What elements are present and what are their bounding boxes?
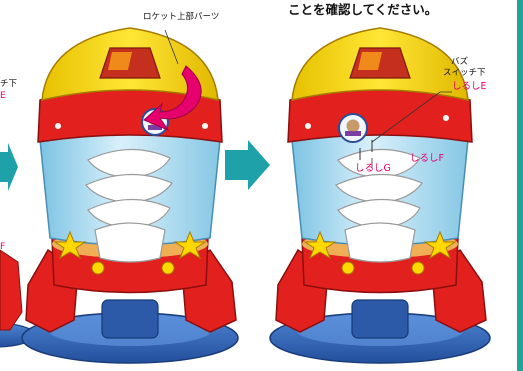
buzz-label: バズ xyxy=(451,57,469,67)
mark-e-label: しるしE xyxy=(452,81,487,92)
right-arrow-icon xyxy=(225,140,270,190)
rocket-top-parts-label: ロケット上部パーツ xyxy=(143,12,220,22)
rocket-after xyxy=(269,27,491,364)
page-edge-bar xyxy=(517,0,523,371)
mark-f-label: しるしF xyxy=(410,153,444,164)
page-heading: ことを確認してください。 xyxy=(288,2,438,17)
left-cut-rocket xyxy=(0,249,36,348)
mark-g-label: しるしG xyxy=(355,163,391,174)
leader-line xyxy=(371,91,452,143)
leader-line xyxy=(164,29,179,65)
switch-below-label: スイッチ下 xyxy=(443,68,486,78)
cut-label-e: E xyxy=(0,91,6,101)
right-arrow-icon xyxy=(0,143,18,191)
cut-label-switch: チ下 xyxy=(0,79,18,89)
rocket-before xyxy=(21,27,239,364)
curved-arrow-icon xyxy=(143,65,202,132)
cut-label-f: F xyxy=(0,242,6,252)
